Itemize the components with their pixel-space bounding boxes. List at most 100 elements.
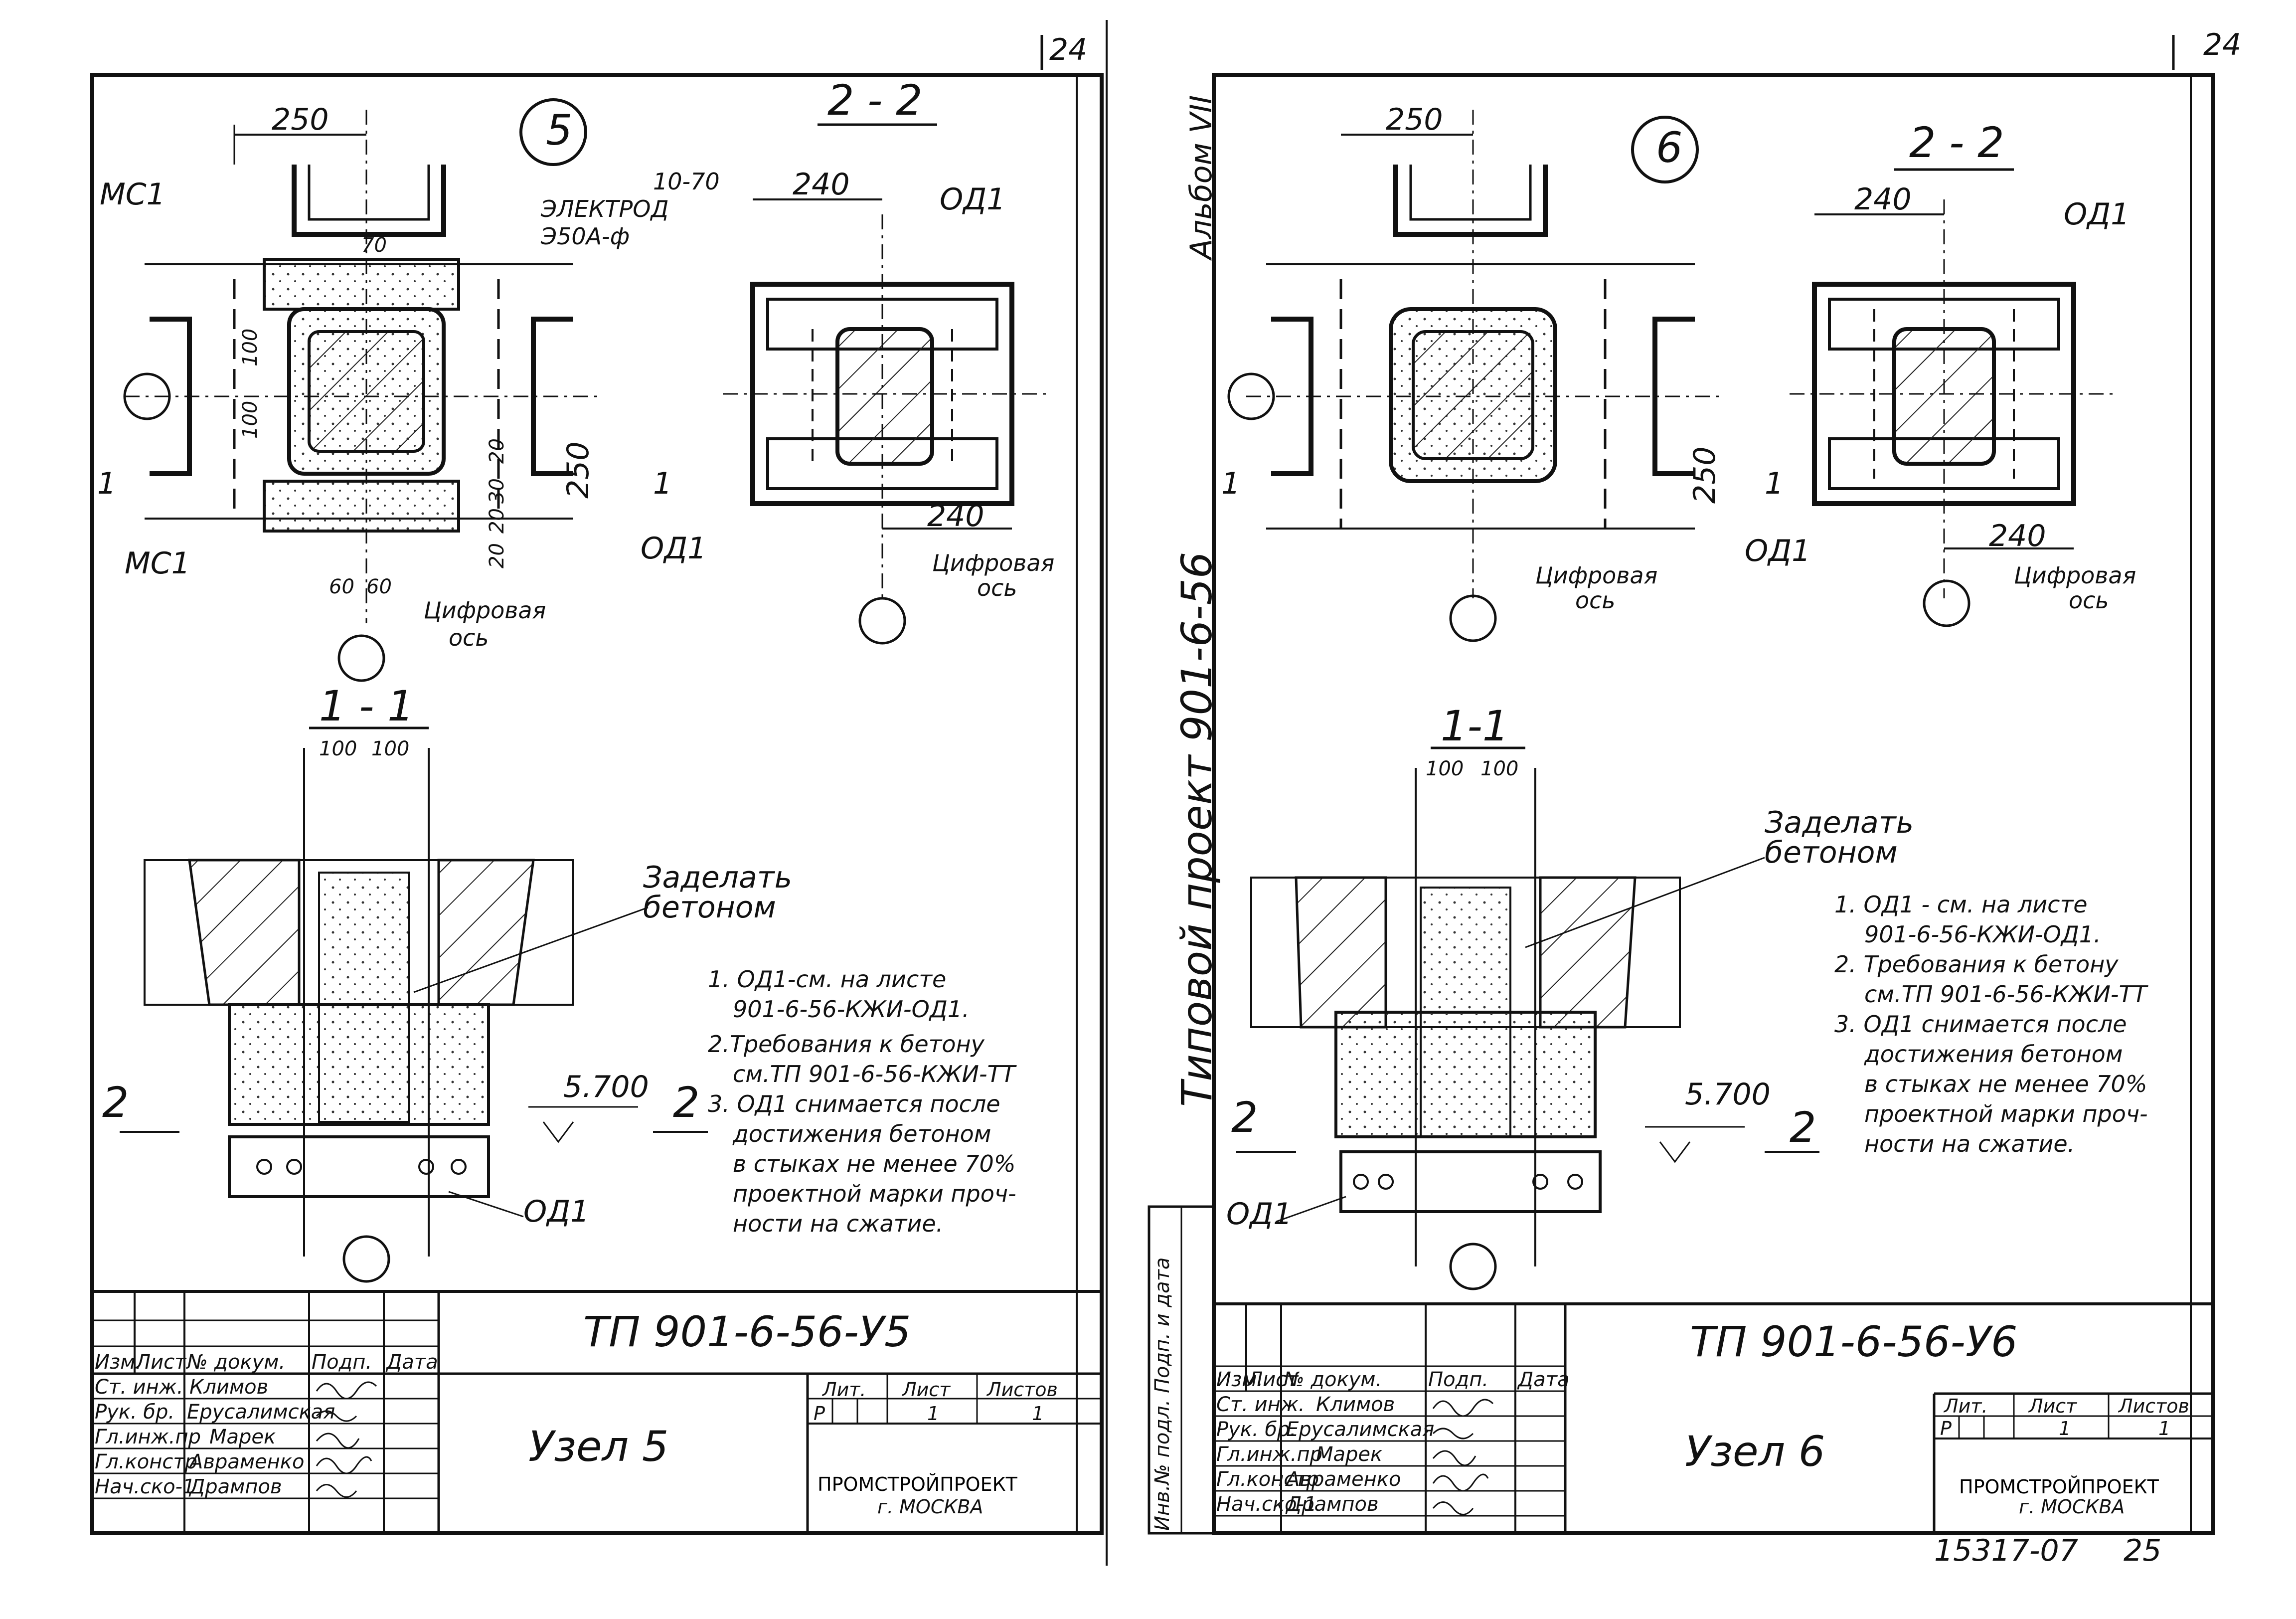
drawing-code: ТП 901-6-56-У5 [583, 1307, 911, 1356]
axis-marker [1449, 1243, 1497, 1290]
dim-250-side: 250 [561, 441, 596, 499]
project-label: Типовой проект 901-6-56 [1172, 552, 1221, 1107]
right-section-1-1 [1236, 746, 1819, 1290]
od1-label: ОД1 [1745, 534, 1810, 568]
note-line: ности на сжатие. [1864, 1130, 2075, 1157]
role: Ст. инж. [95, 1376, 183, 1399]
sheet-header: Лист [2028, 1395, 2078, 1417]
page-number-left: 24 [1049, 32, 1087, 67]
axis-label: ось [977, 574, 1017, 601]
mc1-label: МС1 [100, 177, 165, 212]
node-number: 6 [1656, 123, 1682, 172]
axis-label: ось [449, 624, 489, 651]
dim-250: 250 [1386, 102, 1443, 137]
cut-mark: 1 [97, 466, 116, 501]
stage-header: Лит. [821, 1379, 866, 1401]
fill-note: бетоном [643, 890, 776, 925]
note-line: 1. ОД1 - см. на листе [1834, 891, 2088, 918]
axis-marker [1923, 579, 1970, 627]
note-line: достижения бетоном [1864, 1041, 2123, 1068]
axis-marker [858, 597, 906, 645]
sheet-number: 25 [2124, 1533, 2161, 1568]
page-number-right: 24 [2203, 27, 2241, 62]
signatures [316, 1381, 377, 1498]
drawing-title: Узел 6 [1685, 1427, 1825, 1476]
electrode-label: ЭЛЕКТРОД [540, 195, 668, 222]
note-line: достижения бетоном [732, 1120, 991, 1147]
axis-label: Цифровая [932, 549, 1054, 576]
dim-20: 20 [486, 508, 508, 534]
right-frame [1212, 73, 2215, 1535]
role: Гл.инж.пр [95, 1426, 201, 1448]
dim-20: 20 [486, 438, 508, 464]
organization-city: г. МОСКВА [877, 1496, 983, 1518]
axis-marker [123, 372, 171, 420]
axis-label: Цифровая [2014, 562, 2136, 589]
role: Нач.ско-1 [1216, 1493, 1316, 1516]
od1-label: ОД1 [2064, 197, 2130, 232]
note-line: 3. ОД1 снимается после [708, 1090, 1000, 1117]
sheet-header: Лист [901, 1379, 951, 1401]
note-line: см.ТП 901-6-56-КЖИ-ТТ [733, 1061, 1017, 1087]
sheet-col-header: Лист [1247, 1368, 1299, 1391]
od1-clamp [1339, 1150, 1602, 1213]
sheets-header: Листов [2118, 1395, 2189, 1417]
sheet-value: 1 [927, 1403, 939, 1425]
date-header: Дата [1517, 1368, 1570, 1391]
cut-mark: 1 [1765, 466, 1784, 501]
archive-number: 15317-07 [1934, 1533, 2078, 1568]
right-sheet: 24 Альбом VII Типовой проект 901-6-56 Ин… [1148, 27, 2241, 1568]
left-section-2-2 [723, 123, 1047, 645]
organization-city: г. МОСКВА [2019, 1496, 2125, 1518]
fill-note: Заделать [1765, 805, 1914, 840]
axis-marker [342, 1235, 390, 1283]
dim-100: 100 [239, 401, 262, 439]
axis-marker [1449, 594, 1497, 642]
left-title-block [92, 1290, 1102, 1533]
sign-header: Подп. [312, 1351, 372, 1374]
signature-strip-label: Инв.№ подл. Подп. и дата [1151, 1258, 1174, 1531]
section-title: 2 - 2 [827, 76, 923, 125]
dim-100: 100 [1480, 757, 1518, 780]
stage-value: Р [814, 1403, 825, 1425]
person: Дрампов [1285, 1493, 1379, 1516]
axis-label: Цифровая [1535, 562, 1657, 589]
note-line: 3. ОД1 снимается после [1834, 1011, 2127, 1038]
right-notes: 1. ОД1 - см. на листе 901-6-56-КЖИ-ОД1. … [1834, 891, 2149, 1157]
doc-header: № докум. [1283, 1368, 1382, 1391]
axis-label: ось [2069, 587, 2109, 614]
person: Климов [189, 1376, 268, 1399]
note-line: ности на сжатие. [733, 1210, 943, 1237]
dim-60: 60 [329, 575, 354, 598]
electrode-type: Э50А-ф [540, 223, 630, 250]
signatures [1432, 1399, 1494, 1515]
dim-240: 240 [1989, 519, 2046, 553]
sheets-value: 1 [2158, 1418, 2170, 1439]
note-line: 1. ОД1-см. на листе [708, 966, 946, 993]
person: Авраменко [1285, 1468, 1401, 1491]
axis-label: Цифровая [424, 597, 546, 624]
od1-label: ОД1 [1226, 1197, 1292, 1232]
weld-label: 10-70 [653, 168, 720, 195]
section-title: 1 - 1 [319, 682, 414, 730]
od1-clamp [228, 1135, 490, 1198]
dim-240: 240 [1854, 182, 1912, 217]
cut-mark: 2 [1231, 1093, 1258, 1142]
note-line: в стыках не менее 70% [1864, 1071, 2147, 1097]
section-title: 2 - 2 [1909, 118, 2004, 167]
role: Рук. бр. [1216, 1418, 1296, 1441]
note-line: 901-6-56-КЖИ-ОД1. [733, 996, 970, 1023]
note-line: проектной марки проч- [733, 1180, 1016, 1207]
dim-240: 240 [927, 499, 984, 534]
level-mark: 5.700 [1685, 1077, 1771, 1112]
level-mark: 5.700 [563, 1070, 649, 1104]
right-title-block [1214, 1302, 2213, 1533]
person: Авраменко [188, 1450, 304, 1473]
doc-header: № докум. [186, 1351, 285, 1374]
drawing-title: Узел 5 [528, 1422, 668, 1471]
axis-label: ось [1575, 587, 1616, 614]
role: Ст. инж. [1216, 1393, 1305, 1416]
person: Дрампов [188, 1475, 282, 1498]
person: Ерусалимская [187, 1401, 335, 1424]
dim-240: 240 [793, 167, 850, 202]
